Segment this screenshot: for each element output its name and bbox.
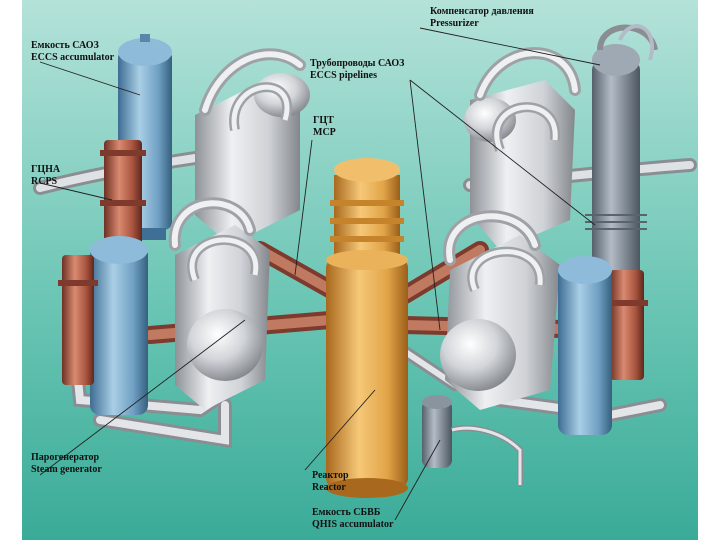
label-mcp-en: MCP <box>313 127 336 138</box>
rcp-pump-back-left <box>100 140 146 250</box>
eccs-accumulator-front-left <box>90 236 148 415</box>
label-eccs-accumulator: Емкость САОЗ ECCS accumulator <box>31 40 114 64</box>
label-rcps: ГЦНА RCPS <box>31 164 60 188</box>
qhis-accumulator <box>422 395 523 485</box>
label-qhis-accumulator-ru: Емкость СБВБ <box>312 507 381 518</box>
rcp-pump-right <box>606 270 648 380</box>
label-eccs-pipelines: Трубопроводы САОЗ ECCS pipelines <box>310 58 404 82</box>
label-pressurizer-ru: Компенсатор давления <box>430 6 534 17</box>
label-reactor: Реактор Reactor <box>312 470 349 494</box>
steam-generator-back-right <box>464 47 581 250</box>
label-eccs-accumulator-en: ECCS accumulator <box>31 52 115 63</box>
reactor-vessel <box>326 158 408 498</box>
label-rcps-ru: ГЦНА <box>31 164 61 175</box>
pressurizer-vessel <box>585 24 658 300</box>
label-rcps-en: RCPS <box>31 176 58 187</box>
label-mcp-ru: ГЦТ <box>313 115 334 126</box>
label-reactor-en: Reactor <box>312 482 346 493</box>
label-steam-generator-en: Steam generator <box>31 464 102 475</box>
label-pressurizer-en: Pressurizer <box>430 18 479 29</box>
label-pressurizer: Компенсатор давления Pressurizer <box>430 6 534 30</box>
rcp-pump-front-left <box>58 255 98 385</box>
label-reactor-ru: Реактор <box>312 470 349 481</box>
label-qhis-accumulator-en: QHIS accumulator <box>312 519 394 530</box>
label-eccs-accumulator-ru: Емкость САОЗ <box>31 40 99 51</box>
label-steam-generator-ru: Парогенератор <box>31 452 100 463</box>
eccs-accumulator-front-right <box>558 256 612 435</box>
steam-generator-front-right <box>440 210 560 410</box>
label-eccs-pipelines-en: ECCS pipelines <box>310 70 377 81</box>
label-mcp: ГЦТ MCP <box>313 115 336 139</box>
leader-lines <box>39 27 601 521</box>
steam-generator-front-left <box>168 197 270 410</box>
label-qhis-accumulator: Емкость СБВБ QHIS accumulator <box>312 507 393 531</box>
label-steam-generator: Парогенератор Steam generator <box>31 452 102 476</box>
label-eccs-pipelines-ru: Трубопроводы САОЗ <box>310 58 405 69</box>
